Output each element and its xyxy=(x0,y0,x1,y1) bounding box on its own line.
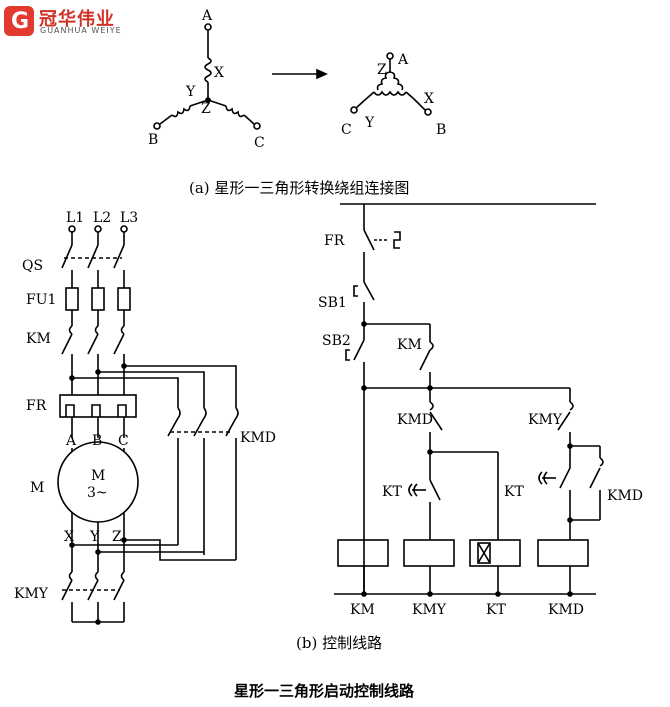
label-km-power: KM xyxy=(26,331,51,347)
logo-text: 冠华伟业 xyxy=(39,9,115,30)
label-fu1: FU1 xyxy=(26,292,56,308)
control-circuit: FR SB1 SB2 KM KMD KMY KT KT KMD KM KMY K… xyxy=(318,203,643,618)
coil-label-kt: KT xyxy=(486,602,506,618)
label-kmy-control: KMY xyxy=(528,412,563,428)
delta-label-b: B xyxy=(436,122,446,138)
delta-label-c: C xyxy=(341,122,352,138)
terminal-a: A xyxy=(65,433,77,449)
label-fr-power: FR xyxy=(26,398,47,414)
terminal-y: Y xyxy=(89,529,100,545)
label-sb1: SB1 xyxy=(318,295,347,311)
star-winding: A X Y Z B C xyxy=(148,8,265,151)
label-kmd-control: KMD xyxy=(397,412,433,428)
brand-logo: G 冠华伟业 GUANHUA WEIYE xyxy=(2,4,152,38)
terminal-c: C xyxy=(118,433,129,449)
coil-label-kmd: KMD xyxy=(548,602,584,618)
delta-label-a: A xyxy=(397,52,409,68)
star-label-x: X xyxy=(214,65,224,81)
delta-label-z: Z xyxy=(377,62,387,78)
delta-winding: A Z X Y C B xyxy=(341,52,446,138)
coil-label-kmy: KMY xyxy=(412,602,447,618)
label-km-control: KM xyxy=(397,337,422,353)
label-kmy-power: KMY xyxy=(14,586,49,602)
caption-a: (a) 星形一三角形转换绕组连接图 xyxy=(189,179,410,197)
star-label-a: A xyxy=(201,8,213,24)
power-circuit: L1 L2 L3 xyxy=(14,210,276,625)
motor-name: M xyxy=(91,468,105,484)
logo-subtext: GUANHUA WEIYE xyxy=(40,26,122,35)
label-l2: L2 xyxy=(93,210,111,226)
delta-label-x: X xyxy=(424,91,434,107)
star-label-z: Z xyxy=(201,101,211,117)
star-label-y: Y xyxy=(185,84,196,100)
label-kt-1: KT xyxy=(382,484,402,500)
label-l1: L1 xyxy=(66,210,84,226)
main-caption: 星形一三角形启动控制线路 xyxy=(234,682,415,700)
logo-icon: G xyxy=(4,6,34,36)
terminal-x: X xyxy=(64,529,74,545)
label-sb2: SB2 xyxy=(322,333,351,349)
transform-arrow xyxy=(272,68,328,80)
motor-type: 3~ xyxy=(87,485,108,501)
caption-b: (b) 控制线路 xyxy=(296,634,383,652)
label-kt-2: KT xyxy=(504,484,524,500)
label-m: M xyxy=(30,480,44,496)
coil-label-km: KM xyxy=(350,602,375,618)
star-label-b: B xyxy=(148,132,158,148)
label-qs: QS xyxy=(22,258,43,274)
label-fr-control: FR xyxy=(324,233,345,249)
terminal-z: Z xyxy=(112,529,122,545)
label-kmd-right: KMD xyxy=(607,488,643,504)
delta-label-y: Y xyxy=(364,115,375,131)
label-l3: L3 xyxy=(120,210,138,226)
star-label-c: C xyxy=(254,135,265,151)
label-kmd-power: KMD xyxy=(240,430,276,446)
terminal-b: B xyxy=(92,433,102,449)
